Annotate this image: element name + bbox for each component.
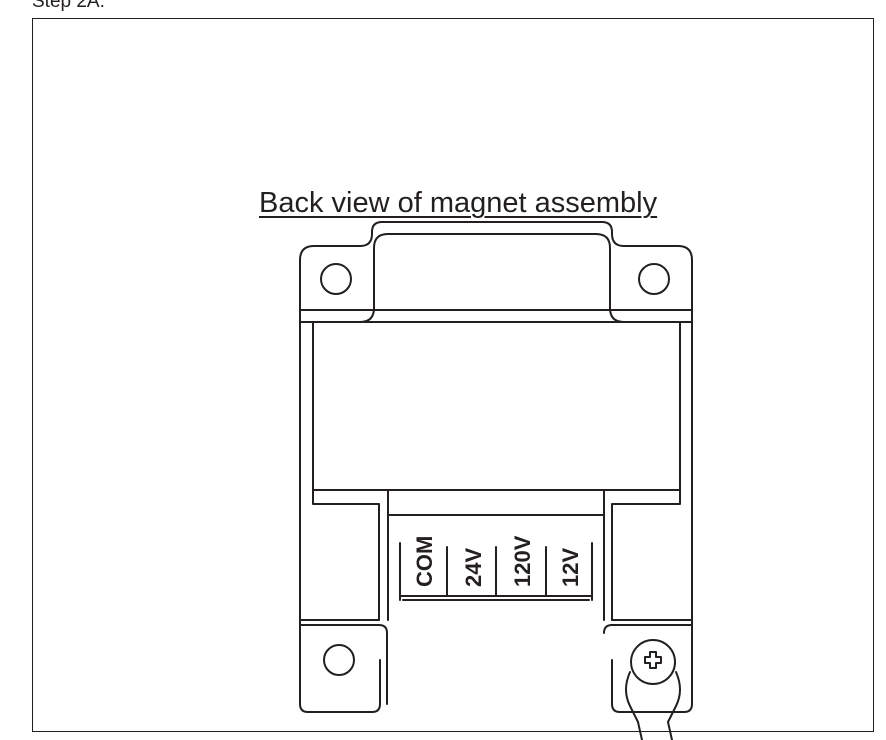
lower-right-ear — [611, 659, 693, 713]
diagram-frame — [32, 18, 874, 732]
ground-wire — [637, 721, 643, 740]
mounting-hole-icon — [320, 263, 352, 295]
diagram-caption: Back view of magnet assembly — [259, 187, 658, 219]
housing-inner-step — [312, 233, 681, 323]
terminal-label-com: COM — [412, 536, 437, 587]
terminal-label-120v: 120V — [510, 535, 535, 587]
ground-screw-icon — [625, 639, 681, 723]
housing-outline — [299, 221, 693, 705]
terminal-label-24v: 24V — [461, 548, 486, 587]
terminal-label-12v: 12V — [558, 548, 583, 587]
mounting-hole-icon — [638, 263, 670, 295]
terminal-block-outer — [312, 489, 380, 621]
lower-left-ear — [299, 659, 381, 713]
label-recess — [312, 321, 681, 491]
mounting-hole-icon — [323, 644, 355, 676]
step-label: Step 2A: — [32, 0, 105, 12]
